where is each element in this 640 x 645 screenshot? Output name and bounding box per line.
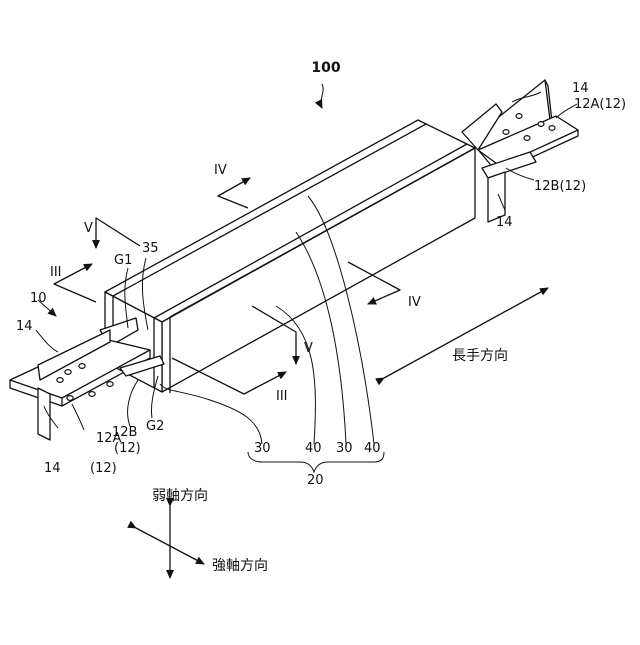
label-14-right: 14: [496, 215, 513, 230]
label-iii-left: III: [50, 265, 62, 280]
label-g1: G1: [114, 253, 132, 268]
core-body-20: [105, 120, 475, 393]
label-20: 20: [307, 473, 324, 488]
label-100: 100: [311, 60, 340, 76]
label-40-b: 40: [364, 441, 381, 456]
label-iv-top: IV: [214, 163, 227, 178]
right-end-fitting: [462, 80, 578, 222]
label-30-b: 30: [336, 441, 353, 456]
label-iii-bottom: III: [276, 389, 288, 404]
label-g2: G2: [146, 419, 164, 434]
label-v-bottom: V: [304, 341, 313, 356]
label-10: 10: [30, 291, 47, 306]
label-weak-axis-direction: 弱軸方向: [152, 488, 208, 504]
label-v-top: V: [84, 221, 93, 236]
label-14-bottom: 14: [44, 461, 61, 476]
label-35: 35: [142, 241, 159, 256]
label-12b-right: 12B(12): [534, 179, 586, 194]
label-iv-bottom: IV: [408, 295, 421, 310]
label-12b-left: 12B: [112, 425, 137, 440]
label-12b-left-paren: (12): [114, 441, 141, 456]
label-longitudinal-direction: 長手方向: [452, 348, 508, 364]
label-12a-right: 12A(12): [574, 97, 626, 112]
label-14-top: 14: [572, 81, 589, 96]
label-12a-left-paren: (12): [90, 461, 117, 476]
label-30-a: 30: [254, 441, 271, 456]
label-strong-axis-direction: 強軸方向: [212, 558, 268, 574]
label-40-a: 40: [305, 441, 322, 456]
label-14-left: 14: [16, 319, 33, 334]
